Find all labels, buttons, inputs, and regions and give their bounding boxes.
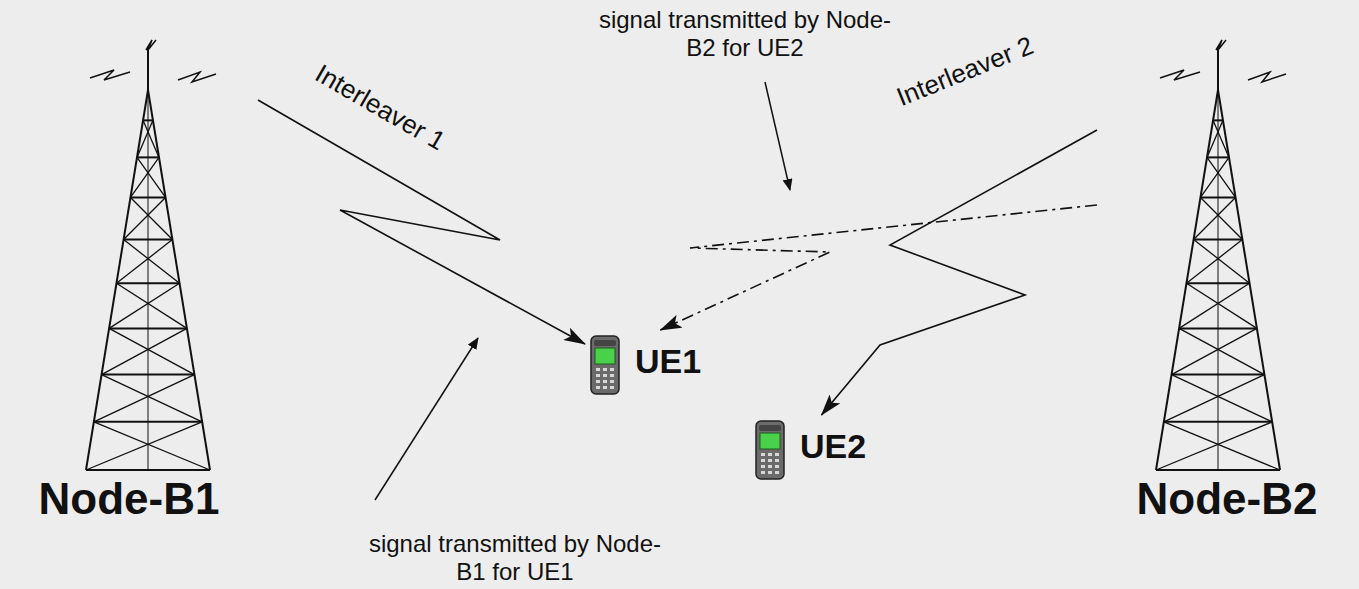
device-label: UE1: [635, 342, 701, 381]
user-equipment: UE1: [585, 330, 715, 400]
tower-icon: [0, 30, 258, 480]
callout-note: signal transmitted by Node-B1 for UE1: [365, 530, 665, 585]
station-label: Node-B2: [1137, 474, 1318, 524]
station-label: Node-B1: [39, 474, 220, 524]
leader-line: [765, 82, 790, 190]
device-label: UE2: [800, 427, 866, 466]
interleaver-label: Interleaver 2: [888, 30, 1043, 114]
callout-note: signal transmitted by Node-B2 for UE2: [595, 6, 895, 61]
interleaver-label: Interleaver 1: [306, 57, 455, 159]
tower-icon: [1097, 30, 1357, 480]
leader-line: [375, 338, 478, 500]
phone-icon: [585, 330, 625, 400]
radio-link: [822, 130, 1098, 415]
radio-link: [660, 205, 1097, 330]
user-equipment: UE2: [750, 415, 880, 495]
base-station: Node-B2: [1097, 30, 1357, 530]
phone-icon: [750, 415, 790, 495]
base-station: Node-B1: [0, 30, 258, 530]
